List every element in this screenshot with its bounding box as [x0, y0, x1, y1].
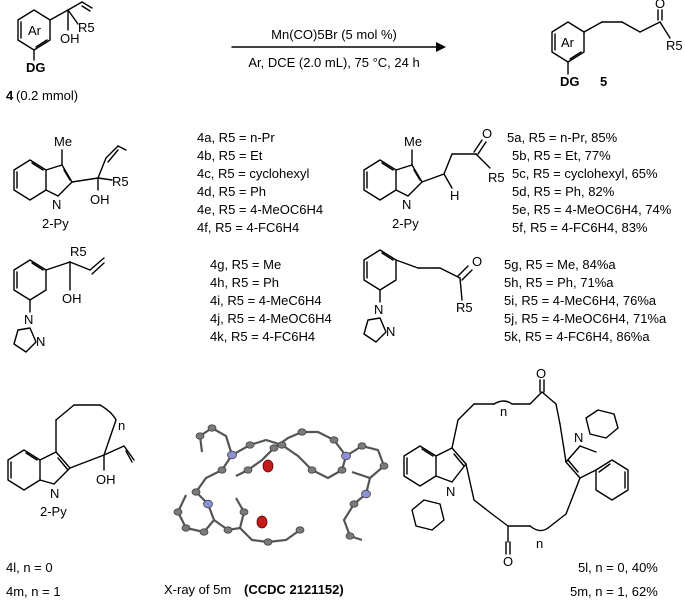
- indole-substrate-structure: Me N 2-Py R5 OH: [13, 134, 129, 231]
- reactant-r5-label: R5: [78, 20, 95, 35]
- product-o-label: O: [655, 0, 665, 11]
- reactant-number: 4: [6, 88, 14, 103]
- macro-n-left-label: N: [446, 484, 455, 499]
- reaction-arrow-group: Mn(CO)5Br (5 mol %) Ar, DCE (2.0 mL), 75…: [231, 27, 446, 70]
- product-5g: 5g, R5 = Me, 84%a: [504, 257, 616, 272]
- xray-oxygen-atoms: [256, 459, 274, 529]
- cyclic-n-label: N: [50, 486, 59, 501]
- product-5c: 5c, R5 = cyclohexyl, 65%: [512, 166, 658, 181]
- indole-product-r5-label: R5: [488, 170, 505, 185]
- arrow-head-icon: [436, 42, 446, 52]
- indole-py-label: 2-Py: [42, 216, 69, 231]
- indole-product-list: 5a, R5 = n-Pr, 85% 5b, R5 = Et, 77% 5c, …: [507, 130, 672, 235]
- indole-product-o-label: O: [482, 126, 492, 141]
- substrate-4h: 4h, R5 = Ph: [210, 275, 279, 290]
- indole-oh-label: OH: [90, 192, 110, 207]
- indole-substrate-list: 4a, R5 = n-Pr 4b, R5 = Et 4c, R5 = cyclo…: [197, 130, 323, 235]
- product-5a: 5a, R5 = n-Pr, 85%: [507, 130, 618, 145]
- conditions-solvent: Ar, DCE (2.0 mL), 75 °C, 24 h: [248, 55, 419, 70]
- cyclic-py-label: 2-Py: [40, 504, 67, 519]
- pyrazole-substrate-structure: R5 OH N N: [13, 244, 105, 353]
- general-reactant-structure: Ar R5 OH DG 4 (0.2 mmol): [6, 1, 95, 103]
- cyclic-n-sub-label: n: [118, 418, 125, 433]
- macro-nsub-top-label: n: [500, 404, 507, 419]
- xray-caption: X-ray of 5m: [164, 582, 231, 597]
- product-5m: 5m, n = 1, 62%: [570, 584, 658, 599]
- substrate-4j: 4j, R5 = 4-MeOC6H4: [210, 311, 332, 326]
- cyclic-substrate-structure: n OH N 2-Py: [7, 404, 135, 519]
- xray-nitrogen-atoms: [203, 450, 371, 509]
- substrate-4d: 4d, R5 = Ph: [197, 184, 266, 199]
- substrate-4a: 4a, R5 = n-Pr: [197, 130, 275, 145]
- xray-carbon-atoms: [173, 424, 389, 546]
- reactant-oh-label: OH: [60, 31, 80, 46]
- product-5b: 5b, R5 = Et, 77%: [512, 148, 611, 163]
- substrate-4g: 4g, R5 = Me: [210, 257, 281, 272]
- indole-r5-label: R5: [112, 174, 129, 189]
- substrate-4e: 4e, R5 = 4-MeOC6H4: [197, 202, 323, 217]
- substrate-4m: 4m, n = 1: [6, 584, 61, 599]
- macro-o-bottom-label: O: [503, 554, 513, 569]
- product-r5-label: R5: [666, 38, 683, 53]
- macrocycle-product-list: 5l, n = 0, 40% 5m, n = 1, 62%: [570, 560, 658, 599]
- product-ar-label: Ar: [561, 35, 575, 50]
- pyrazole-n2-label: N: [36, 334, 45, 349]
- substrate-4f: 4f, R5 = 4-FC6H4: [197, 220, 299, 235]
- product-5f: 5f, R5 = 4-FC6H4, 83%: [512, 220, 648, 235]
- pyrazole-product-n2-label: N: [386, 324, 395, 339]
- product-5l: 5l, n = 0, 40%: [578, 560, 658, 575]
- macro-n-right-label: N: [574, 430, 583, 445]
- product-5h: 5h, R5 = Ph, 71%a: [504, 275, 614, 290]
- substrate-4c: 4c, R5 = cyclohexyl: [197, 166, 309, 181]
- product-5j: 5j, R5 = 4-MeOC6H4, 71%a: [504, 311, 667, 326]
- macro-o-top-label: O: [536, 366, 546, 381]
- indole-product-structure: Me N 2-Py O R5 H: [363, 126, 505, 231]
- reactant-dg-label: DG: [26, 60, 46, 75]
- xray-structure-image: X-ray of 5m (CCDC 2121152): [164, 424, 389, 597]
- substrate-4k: 4k, R5 = 4-FC6H4: [210, 329, 315, 344]
- conditions-catalyst: Mn(CO)5Br (5 mol %): [271, 27, 397, 42]
- macrocycle-product-structure: N N n O O n: [403, 366, 629, 569]
- substrate-4i: 4i, R5 = 4-MeC6H4: [210, 293, 322, 308]
- product-dg-label: DG: [560, 74, 580, 89]
- indole-product-h-label: H: [450, 188, 459, 203]
- reactant-amount: (0.2 mmol): [16, 88, 78, 103]
- product-5i: 5i, R5 = 4-MeC6H4, 76%a: [504, 293, 657, 308]
- pyrazole-substrate-list: 4g, R5 = Me 4h, R5 = Ph 4i, R5 = 4-MeC6H…: [210, 257, 332, 344]
- pyrazole-product-r5-label: R5: [456, 300, 473, 315]
- product-5e: 5e, R5 = 4-MeOC6H4, 74%: [512, 202, 672, 217]
- indole-me-label: Me: [54, 134, 72, 149]
- product-number: 5: [600, 74, 607, 89]
- indole-n-label: N: [52, 197, 61, 212]
- cyclic-oh-label: OH: [96, 472, 116, 487]
- substrate-4l: 4l, n = 0: [6, 560, 53, 575]
- pyrazole-product-o-label: O: [472, 254, 482, 269]
- xray-ccdc: (CCDC 2121152): [244, 582, 344, 597]
- indole-product-me-label: Me: [404, 134, 422, 149]
- general-product-structure: Ar O R5 DG 5: [551, 0, 683, 89]
- pyrazole-r5-label: R5: [70, 244, 87, 259]
- reactant-ar-label: Ar: [28, 23, 42, 38]
- macro-nsub-bottom-label: n: [536, 536, 543, 551]
- pyrazole-product-list: 5g, R5 = Me, 84%a 5h, R5 = Ph, 71%a 5i, …: [504, 257, 667, 344]
- pyrazole-n1-label: N: [24, 312, 33, 327]
- pyrazole-product-structure: O R5 N N: [363, 249, 482, 343]
- indole-product-py-label: 2-Py: [392, 216, 419, 231]
- product-5d: 5d, R5 = Ph, 82%: [512, 184, 615, 199]
- pyrazole-oh-label: OH: [62, 291, 82, 306]
- indole-product-n-label: N: [402, 197, 411, 212]
- cyclic-substrate-list: 4l, n = 0 4m, n = 1: [6, 560, 61, 599]
- substrate-4b: 4b, R5 = Et: [197, 148, 263, 163]
- product-5k: 5k, R5 = 4-FC6H4, 86%a: [504, 329, 650, 344]
- pyrazole-product-n1-label: N: [374, 302, 383, 317]
